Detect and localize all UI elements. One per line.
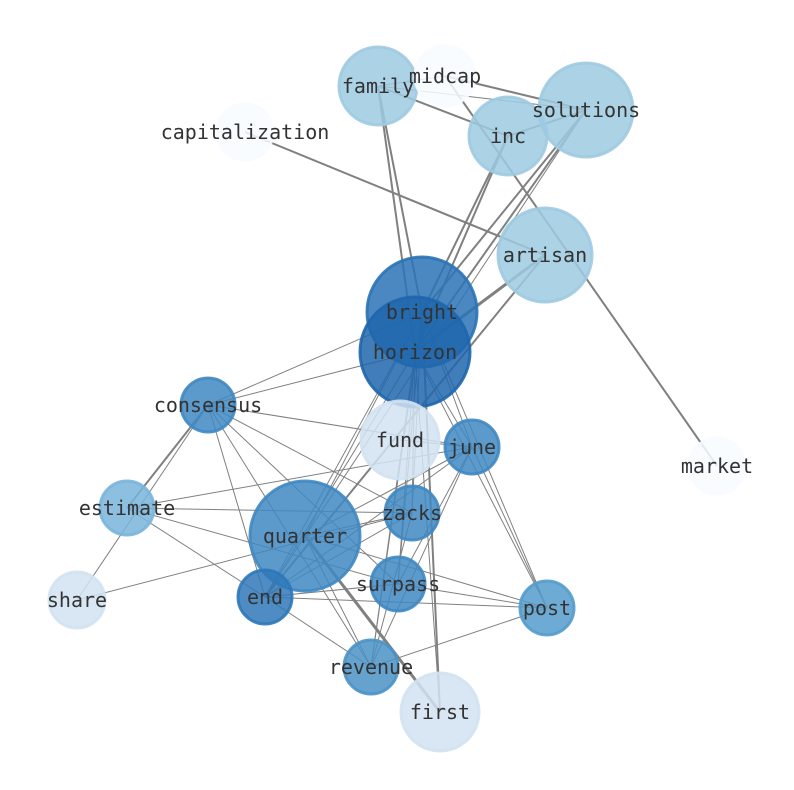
- node-label-zacks: zacks: [382, 501, 442, 525]
- node-consensus[interactable]: [179, 376, 237, 434]
- node-fund[interactable]: [359, 399, 441, 481]
- node-share[interactable]: [47, 570, 107, 630]
- node-label-horizon: horizon: [373, 340, 457, 364]
- edge-consensus-end: [207, 404, 266, 598]
- edge-capitalization-artisan: [244, 131, 546, 256]
- node-quarter[interactable]: [248, 479, 362, 593]
- node-surpass[interactable]: [369, 555, 427, 613]
- node-estimate[interactable]: [98, 479, 156, 537]
- node-market[interactable]: [687, 436, 747, 496]
- node-revenue[interactable]: [342, 638, 400, 696]
- node-zacks[interactable]: [383, 484, 441, 542]
- node-label-post: post: [523, 596, 571, 620]
- node-label-share: share: [47, 588, 107, 612]
- node-label-surpass: surpass: [356, 572, 440, 596]
- node-label-bright: bright: [386, 300, 458, 324]
- node-label-family: family: [342, 74, 414, 98]
- node-label-inc: inc: [490, 124, 526, 148]
- node-artisan[interactable]: [496, 206, 594, 304]
- node-first[interactable]: [399, 671, 481, 753]
- node-midcap[interactable]: [413, 44, 477, 108]
- edge-consensus-zacks: [207, 404, 413, 514]
- node-label-quarter: quarter: [263, 524, 347, 548]
- node-post[interactable]: [518, 579, 576, 637]
- node-label-midcap: midcap: [409, 64, 481, 88]
- node-label-first: first: [410, 700, 470, 724]
- node-label-market: market: [681, 454, 753, 478]
- nodes-layer: [47, 44, 747, 753]
- edge-post-june: [471, 446, 548, 609]
- node-label-estimate: estimate: [79, 496, 175, 520]
- node-june[interactable]: [443, 418, 501, 476]
- node-label-artisan: artisan: [503, 243, 587, 267]
- node-capitalization[interactable]: [215, 102, 275, 162]
- node-label-capitalization: capitalization: [161, 120, 330, 144]
- edge-revenue-june: [370, 446, 473, 668]
- node-inc[interactable]: [467, 95, 549, 177]
- node-label-june: june: [448, 435, 496, 459]
- node-label-fund: fund: [376, 428, 424, 452]
- node-end[interactable]: [236, 568, 294, 626]
- node-label-solutions: solutions: [532, 98, 640, 122]
- node-label-revenue: revenue: [329, 655, 413, 679]
- node-label-consensus: consensus: [154, 393, 262, 417]
- node-label-end: end: [247, 585, 283, 609]
- edge-revenue-post: [370, 607, 548, 668]
